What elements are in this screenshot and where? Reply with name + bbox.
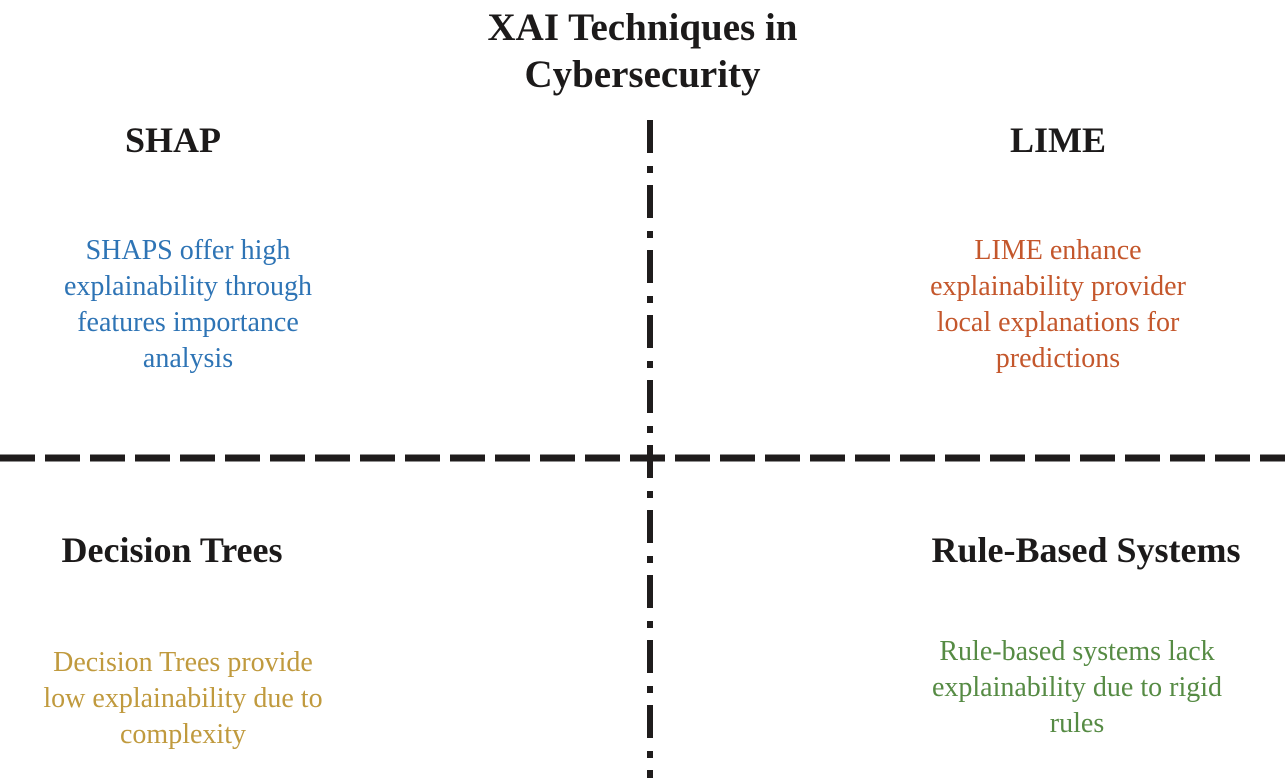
quadrant-heading-rule-based-systems: Rule-Based Systems [931, 530, 1241, 570]
quadrant-heading-shap: SHAP [124, 120, 222, 160]
diagram-title-line2: Cybersecurity [524, 53, 761, 96]
quadrant-heading-lime: LIME [1009, 120, 1107, 160]
diagram-title-line1: XAI Techniques in [487, 6, 798, 49]
diagram-title: XAI Techniques in Cybersecurity [0, 4, 1285, 98]
quadrant-heading-decision-trees: Decision Trees [61, 530, 283, 570]
